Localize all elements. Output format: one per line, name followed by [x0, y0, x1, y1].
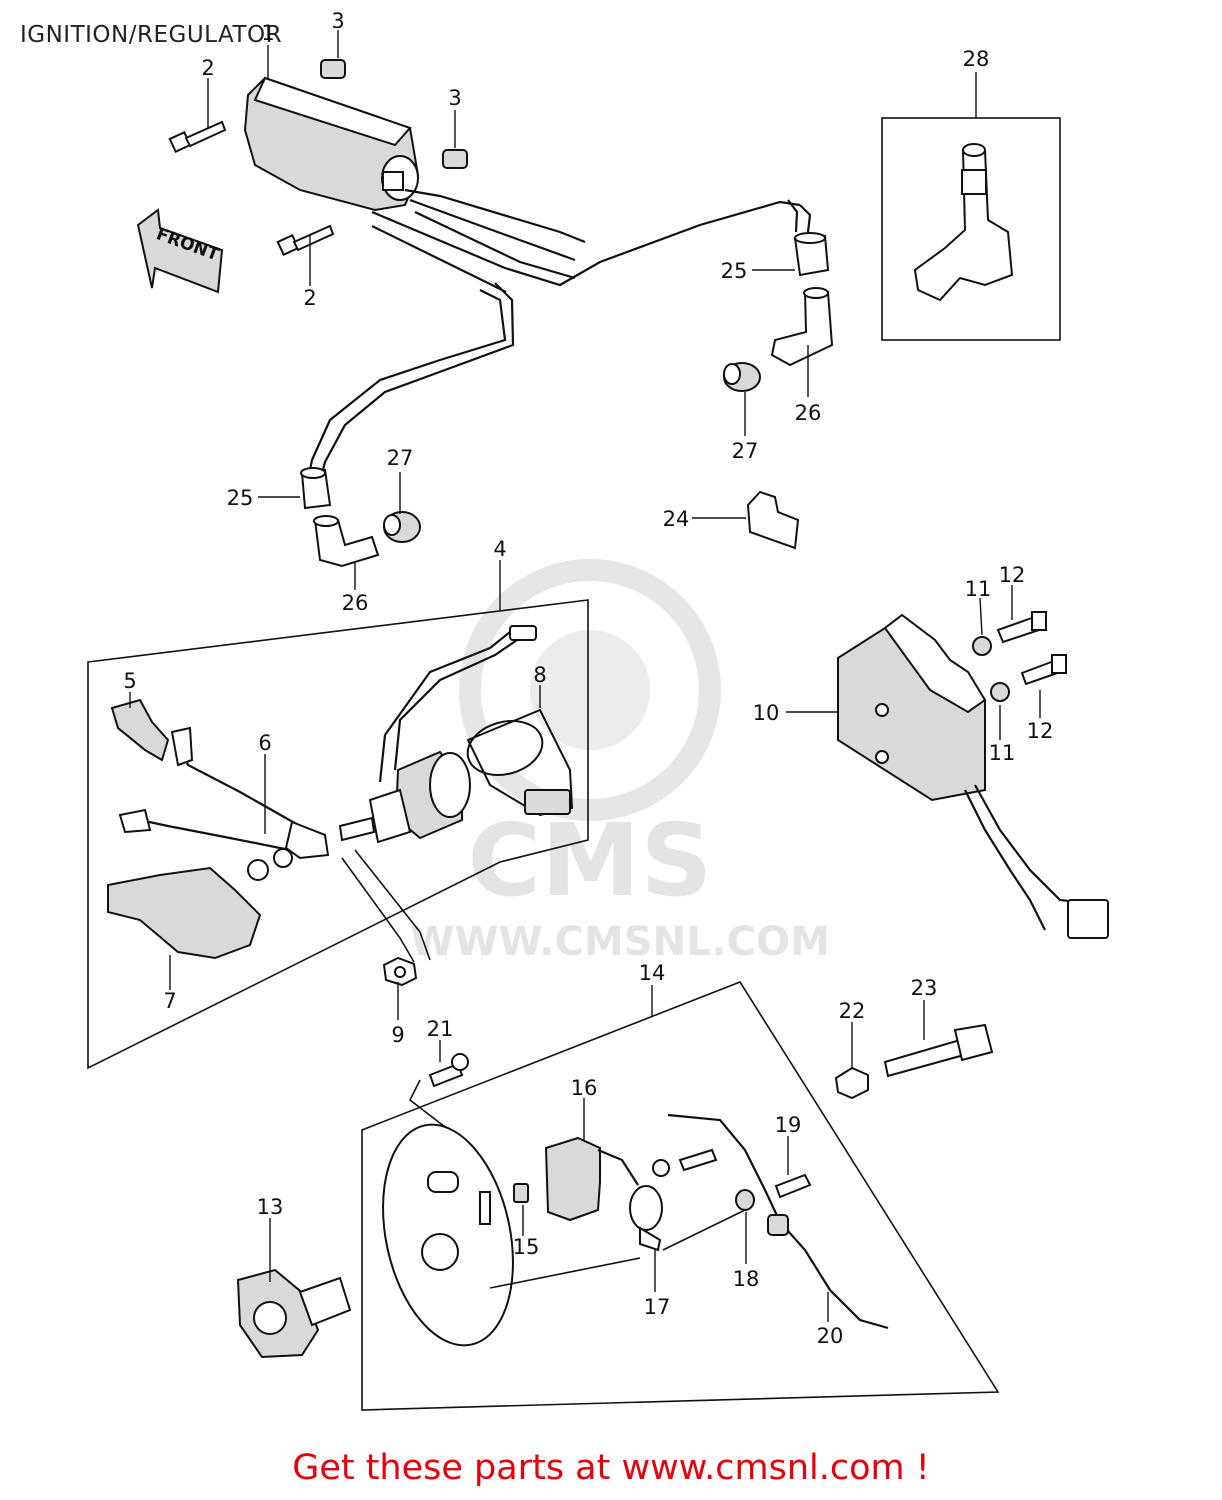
seal-27-right[interactable]: [723, 362, 761, 392]
callout-25-right: 25: [721, 259, 748, 283]
nut-9[interactable]: [382, 956, 418, 987]
nut-11-upper[interactable]: [972, 636, 992, 656]
bolt-23[interactable]: [883, 1023, 994, 1078]
contact-breaker-16[interactable]: [544, 1136, 601, 1222]
condenser-17[interactable]: [629, 1185, 663, 1252]
callout-4: 4: [493, 537, 506, 561]
callout-14: 14: [639, 961, 666, 985]
part-4-frame: [87, 599, 589, 1070]
callout-25-left: 25: [227, 486, 254, 510]
callout-2-upper: 2: [201, 56, 214, 80]
callout-11-upper: 11: [965, 577, 992, 601]
callout-19: 19: [775, 1113, 802, 1137]
callout-28: 28: [963, 47, 990, 71]
cap-25-left[interactable]: [300, 467, 332, 510]
callout-17: 17: [644, 1295, 671, 1319]
regulator-rectifier-10[interactable]: [837, 613, 987, 802]
callout-9: 9: [391, 1023, 404, 1047]
callout-16: 16: [571, 1076, 598, 1100]
watermark-logo-center: [530, 630, 650, 750]
bolt-12-upper[interactable]: [996, 611, 1047, 644]
cap-3-top[interactable]: [320, 59, 346, 79]
callout-labels: 1 2 2 3 3 28 25 26 27 25 27 26 24 4 5 6 …: [123, 9, 1053, 1348]
callout-22: 22: [839, 999, 866, 1023]
callout-26-left: 26: [342, 591, 369, 615]
callout-13: 13: [257, 1195, 284, 1219]
part-14-frame: [361, 981, 1000, 1411]
callout-8: 8: [533, 663, 546, 687]
part-28-frame: [881, 117, 1061, 341]
bolt-2-upper[interactable]: [168, 120, 227, 154]
terminal-cover-7[interactable]: [107, 866, 262, 960]
bolt-2-lower[interactable]: [276, 224, 335, 257]
nut-11-lower[interactable]: [990, 682, 1010, 702]
watermark-logo-ring: [459, 559, 721, 821]
callout-21: 21: [427, 1017, 454, 1041]
callout-11-lower: 11: [989, 741, 1016, 765]
plug-cap-26-left[interactable]: [313, 515, 380, 568]
screw-19[interactable]: [774, 1173, 812, 1199]
lead-6[interactable]: [118, 726, 330, 860]
callout-12-lower: 12: [1027, 719, 1054, 743]
callout-18: 18: [733, 1267, 760, 1291]
bolt-12-lower[interactable]: [1020, 654, 1068, 686]
callout-23: 23: [911, 976, 938, 1000]
callout-20: 20: [817, 1324, 844, 1348]
diagram-title: IGNITION/REGULATOR: [20, 22, 283, 48]
grommet-20[interactable]: [767, 1214, 789, 1236]
terminal-5[interactable]: [110, 698, 170, 762]
leader-lines: [129, 30, 1041, 1322]
plug-cap-26-right[interactable]: [770, 287, 834, 367]
watermark: CMS WWW.CMSNL.COM: [410, 559, 830, 965]
felt-15[interactable]: [513, 1183, 529, 1203]
nut-22[interactable]: [834, 1066, 869, 1100]
callout-12-upper: 12: [999, 563, 1026, 587]
callout-27-left: 27: [387, 446, 414, 470]
regulator-wires: [964, 784, 1109, 939]
bolt-21[interactable]: [428, 1053, 469, 1088]
clamp-24[interactable]: [746, 490, 800, 550]
solenoid-wire: [378, 625, 537, 783]
cap-3-middle[interactable]: [442, 149, 468, 169]
washer-nut-small[interactable]: [652, 1148, 718, 1177]
footer-promo-link[interactable]: Get these parts at www.cmsnl.com !: [292, 1448, 930, 1488]
ignition-coil-leads: [308, 188, 812, 471]
callout-26-right: 26: [795, 401, 822, 425]
callout-5: 5: [123, 669, 136, 693]
starter-solenoid-4[interactable]: [338, 750, 471, 844]
callout-27-right: 27: [732, 439, 759, 463]
rubber-cover-8[interactable]: [462, 708, 574, 817]
solenoid-nut-link: [341, 849, 431, 963]
ignition-coil[interactable]: [243, 76, 420, 212]
washer-18[interactable]: [735, 1189, 755, 1211]
watermark-url: WWW.CMSNL.COM: [410, 919, 830, 965]
callout-6: 6: [258, 731, 271, 755]
callout-15: 15: [513, 1235, 540, 1259]
front-direction-arrow: FRONT: [136, 208, 224, 294]
contact-breaker-plate[interactable]: [364, 1113, 532, 1358]
callout-2-lower: 2: [303, 286, 316, 310]
callout-10: 10: [753, 701, 780, 725]
callout-3-top: 3: [331, 9, 344, 33]
spark-plug-cap-28[interactable]: [913, 143, 1014, 302]
callout-3-middle: 3: [448, 86, 461, 110]
callout-7: 7: [163, 989, 176, 1013]
dashed-assembly-lines: [489, 1209, 746, 1289]
nuts-small[interactable]: [247, 848, 293, 881]
cap-25-right[interactable]: [793, 232, 830, 277]
seal-27-left[interactable]: [383, 511, 421, 543]
callout-24: 24: [663, 507, 690, 531]
spark-advancer-13[interactable]: [236, 1268, 352, 1359]
callout-1: 1: [261, 21, 274, 45]
